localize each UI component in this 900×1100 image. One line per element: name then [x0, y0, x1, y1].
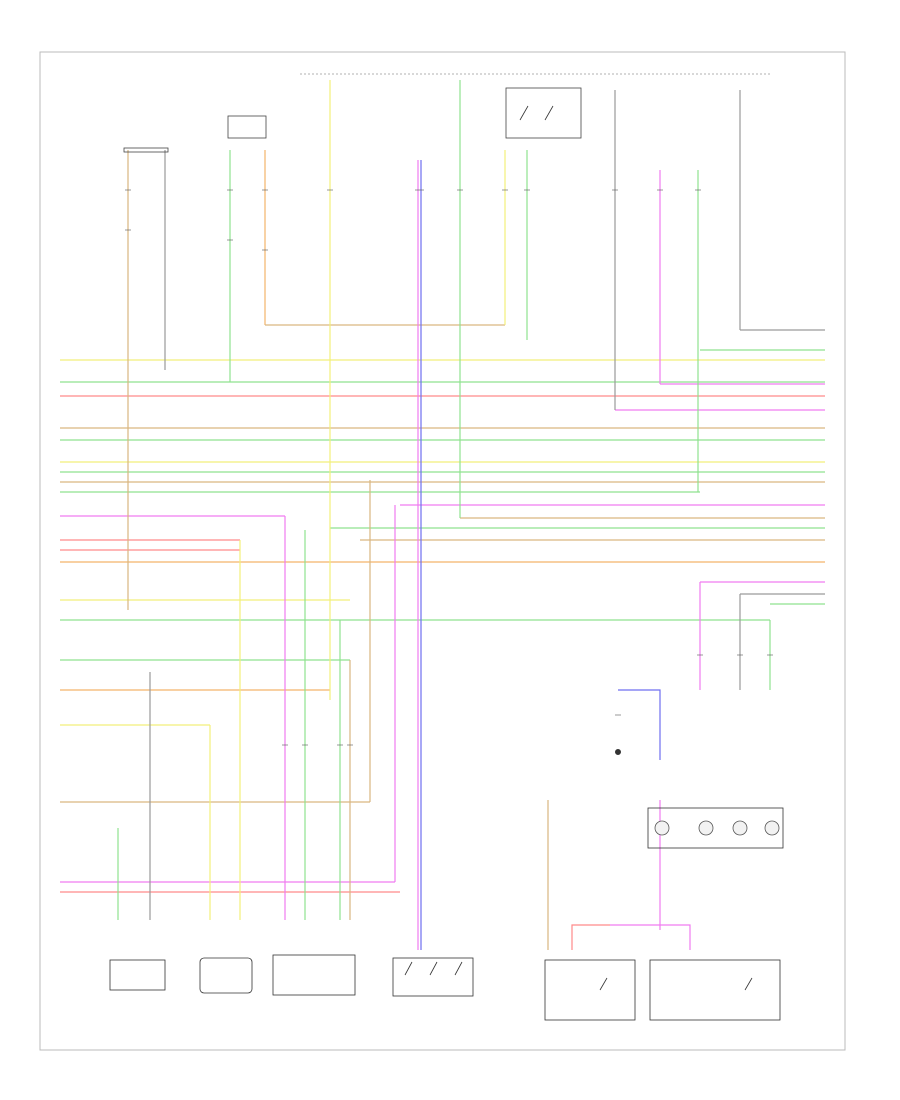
- bulb-2: [698, 820, 714, 836]
- motor-left: [109, 959, 166, 991]
- wire-red-loop: [571, 924, 610, 950]
- wire-pink-loop: [610, 924, 691, 950]
- bulb-4: [764, 820, 780, 836]
- sensor-top-box: [227, 115, 267, 139]
- ground-icon: [615, 749, 621, 755]
- diagram-frame: [39, 51, 846, 1051]
- speaker-left: [544, 959, 636, 1021]
- sensor-center: [199, 957, 253, 994]
- speaker-right: [649, 959, 781, 1021]
- lamp-cluster: [647, 807, 784, 849]
- switch-assembly: [392, 957, 474, 997]
- horizontal-wires: [60, 329, 825, 893]
- relay-box: [505, 87, 582, 139]
- lamp-bulbs: [654, 820, 780, 836]
- bottom-components: [109, 807, 784, 1021]
- wire-blue-loop: [618, 689, 661, 760]
- vertical-wires: [117, 80, 771, 950]
- module-center: [272, 954, 356, 996]
- switch-contacts: [404, 105, 753, 991]
- bulb-3: [732, 820, 748, 836]
- bulb-1: [654, 820, 670, 836]
- top-modules: [123, 87, 582, 153]
- bracket-left: [123, 147, 169, 153]
- connector-pins: [125, 189, 773, 746]
